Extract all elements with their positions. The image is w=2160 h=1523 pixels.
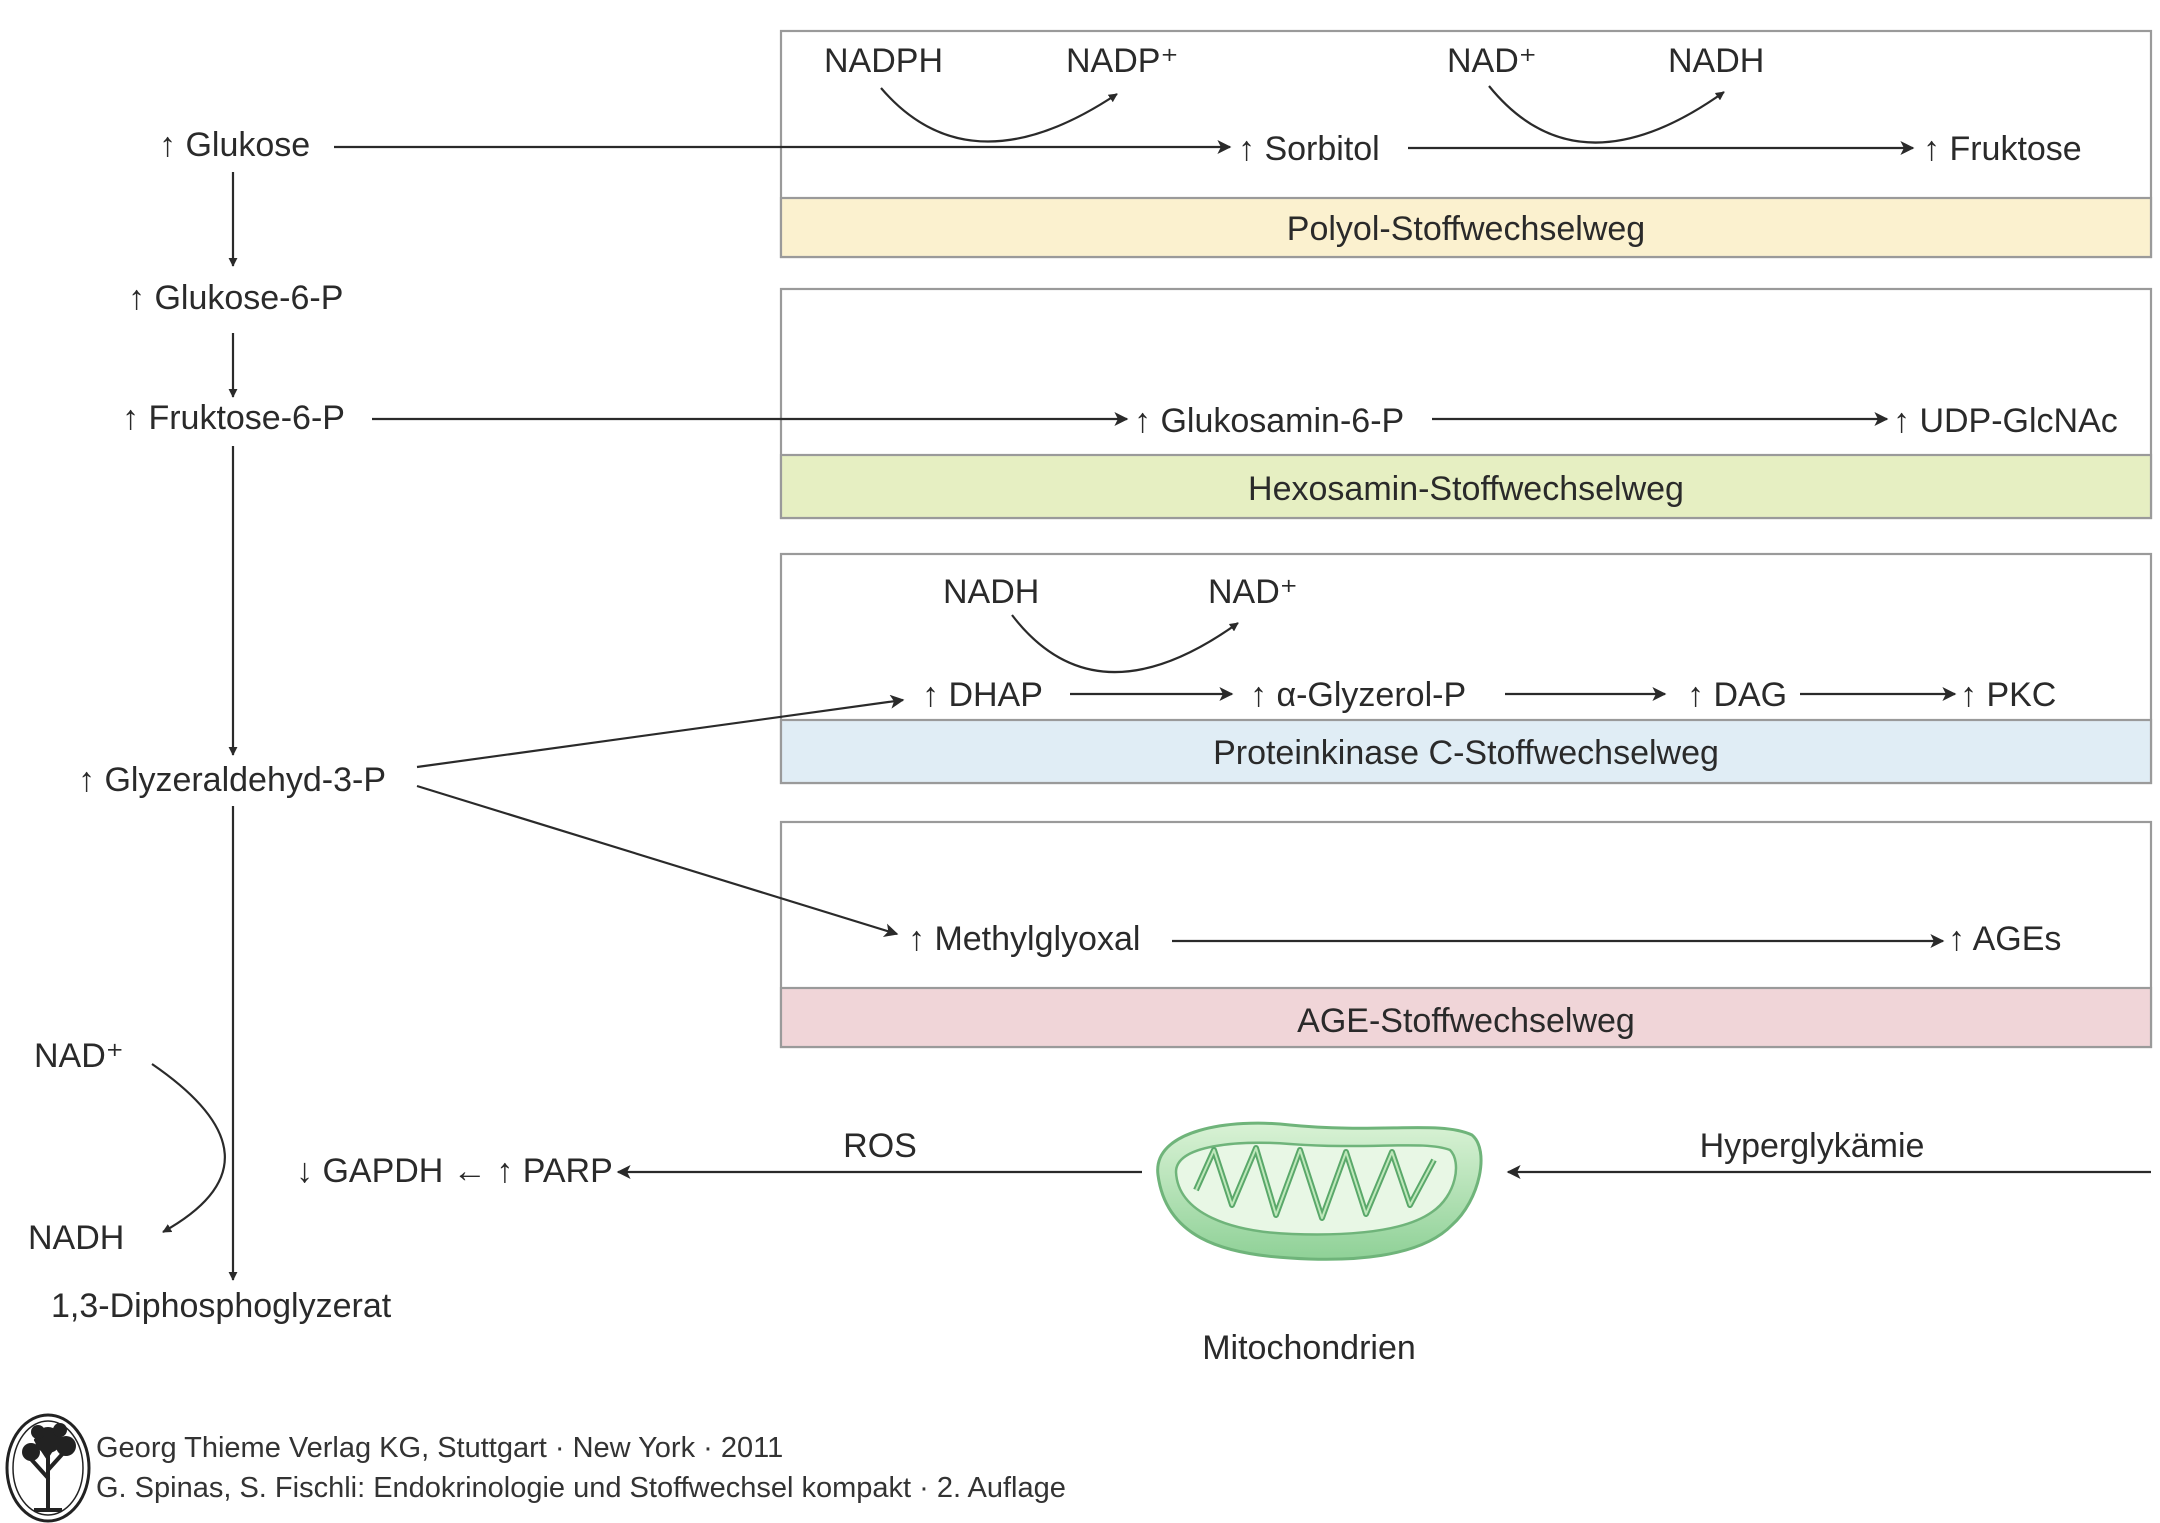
- arrow-g3p-to-methylglyoxal: [416, 784, 899, 937]
- polyol-nad-label: NAD⁺: [1447, 42, 1537, 80]
- dag-label: ↑ DAG: [1687, 676, 1787, 714]
- hexosamin-band: [779, 453, 2153, 520]
- polyol-cofactor-arc-1: [880, 87, 1118, 143]
- polyol-cofactor-arc-2: [1488, 85, 1725, 144]
- sorbitol-label: ↑ Sorbitol: [1238, 130, 1380, 168]
- age-band: [779, 986, 2153, 1049]
- polyol-nadph-label: NADPH: [824, 42, 943, 80]
- hexosamin-pathway-box: Hexosamin-Stoffwechselweg: [779, 287, 2153, 520]
- glukosamin-6-p-label: ↑ Glukosamin-6-P: [1134, 402, 1404, 440]
- pkc-nadh-label: NADH: [943, 573, 1039, 611]
- hexosamin-band-label: Hexosamin-Stoffwechselweg: [1248, 470, 1684, 508]
- polyol-band-label: Polyol-Stoffwechselweg: [1287, 210, 1645, 248]
- ages-label: ↑ AGEs: [1948, 920, 2061, 958]
- polyol-nadp-label: NADP⁺: [1066, 42, 1178, 80]
- pkc-pathway-box: Proteinkinase C-Stoffwechselweg: [779, 552, 2153, 785]
- arrow-g3p-to-dhap: [416, 694, 905, 769]
- pkc-band-label: Proteinkinase C-Stoffwechselweg: [1213, 734, 1719, 772]
- fruktose-6-p-label: ↑ Fruktose-6-P: [122, 399, 345, 437]
- fruktose-label: ↑ Fruktose: [1923, 130, 2082, 168]
- glyzerol-p-label: ↑ α-Glyzerol-P: [1250, 676, 1466, 714]
- polyol-pathway-box: Polyol-Stoffwechselweg: [779, 29, 2153, 259]
- age-band-label: AGE-Stoffwechselweg: [1297, 1002, 1635, 1040]
- publisher-line: Georg Thieme Verlag KG, Stuttgart · New …: [96, 1432, 783, 1464]
- polyol-band: [779, 196, 2153, 259]
- pkc-label: ↑ PKC: [1960, 676, 2056, 714]
- ros-label: ROS: [843, 1127, 917, 1165]
- age-pathway-box: AGE-Stoffwechselweg: [779, 820, 2153, 1049]
- pkc-cofactor-arc: [1011, 614, 1239, 674]
- pkc-nad-label: NAD⁺: [1208, 573, 1298, 611]
- mitochondrion-icon: [1156, 1121, 1483, 1261]
- methylglyoxal-label: ↑ Methylglyoxal: [908, 920, 1140, 958]
- publisher-logo: [5, 1413, 91, 1523]
- diphosphoglyzerat-label: 1,3-Diphosphoglyzerat: [51, 1287, 392, 1325]
- polyol-nadh-label: NADH: [1668, 42, 1764, 80]
- mitochondrien-label: Mitochondrien: [1202, 1329, 1416, 1367]
- left-nadh-label: NADH: [28, 1219, 124, 1257]
- glyzeraldehyd-3-p-label: ↑ Glyzeraldehyd-3-P: [78, 761, 386, 799]
- dhap-label: ↑ DHAP: [922, 676, 1043, 714]
- book-line: G. Spinas, S. Fischli: Endokrinologie un…: [96, 1472, 1066, 1504]
- glukose-6-p-label: ↑ Glukose-6-P: [128, 279, 343, 317]
- gapdh-parp-label: ↓ GAPDH ← ↑ PARP: [296, 1152, 613, 1190]
- left-cofactor-arc: [151, 1063, 226, 1233]
- hyperglykaemie-label: Hyperglykämie: [1700, 1127, 1925, 1165]
- left-nad-label: NAD⁺: [34, 1037, 124, 1075]
- pkc-band: [779, 718, 2153, 785]
- glukose-label: ↑ Glukose: [159, 126, 310, 164]
- udp-glcnac-label: ↑ UDP-GlcNAc: [1893, 402, 2118, 440]
